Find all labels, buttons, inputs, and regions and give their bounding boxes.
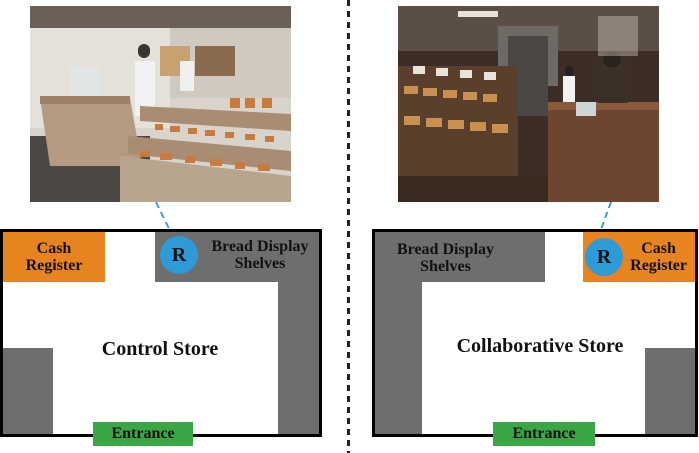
cash-register-label-line2: Register	[630, 257, 687, 274]
cash-register-label-line1: Cash	[36, 240, 72, 257]
bread-display-shelves-column	[278, 232, 319, 434]
shelves-label-line2: Shelves	[234, 255, 286, 272]
bread-display-shelves-column	[375, 232, 422, 434]
robot-marker-label: R	[171, 243, 187, 266]
robot-marker: R	[160, 236, 198, 274]
shelves-label-line1: Bread Display	[396, 241, 495, 258]
panel-divider	[347, 0, 350, 453]
robot-marker-label: R	[596, 245, 612, 268]
robot-marker: R	[585, 238, 623, 276]
collaborative-store-photo	[398, 6, 659, 202]
control-store-photo	[30, 6, 291, 202]
shelves-label-line1: Bread Display	[211, 238, 309, 255]
entrance-label: Entrance	[493, 422, 595, 446]
right-wall-shelf	[645, 348, 695, 434]
bread-display-shelves-label: Bread Display Shelves	[388, 241, 503, 275]
cash-register-label-line2: Register	[25, 257, 83, 274]
shelves-label-line2: Shelves	[420, 258, 471, 275]
left-wall-shelf	[3, 348, 53, 434]
control-store-title: Control Store	[101, 338, 219, 360]
bread-display-shelves-label: Bread Display Shelves	[203, 238, 317, 272]
cash-register-label-line1: Cash	[641, 240, 676, 257]
entrance-label: Entrance	[93, 422, 193, 446]
collaborative-store-title: Collaborative Store	[456, 335, 624, 357]
